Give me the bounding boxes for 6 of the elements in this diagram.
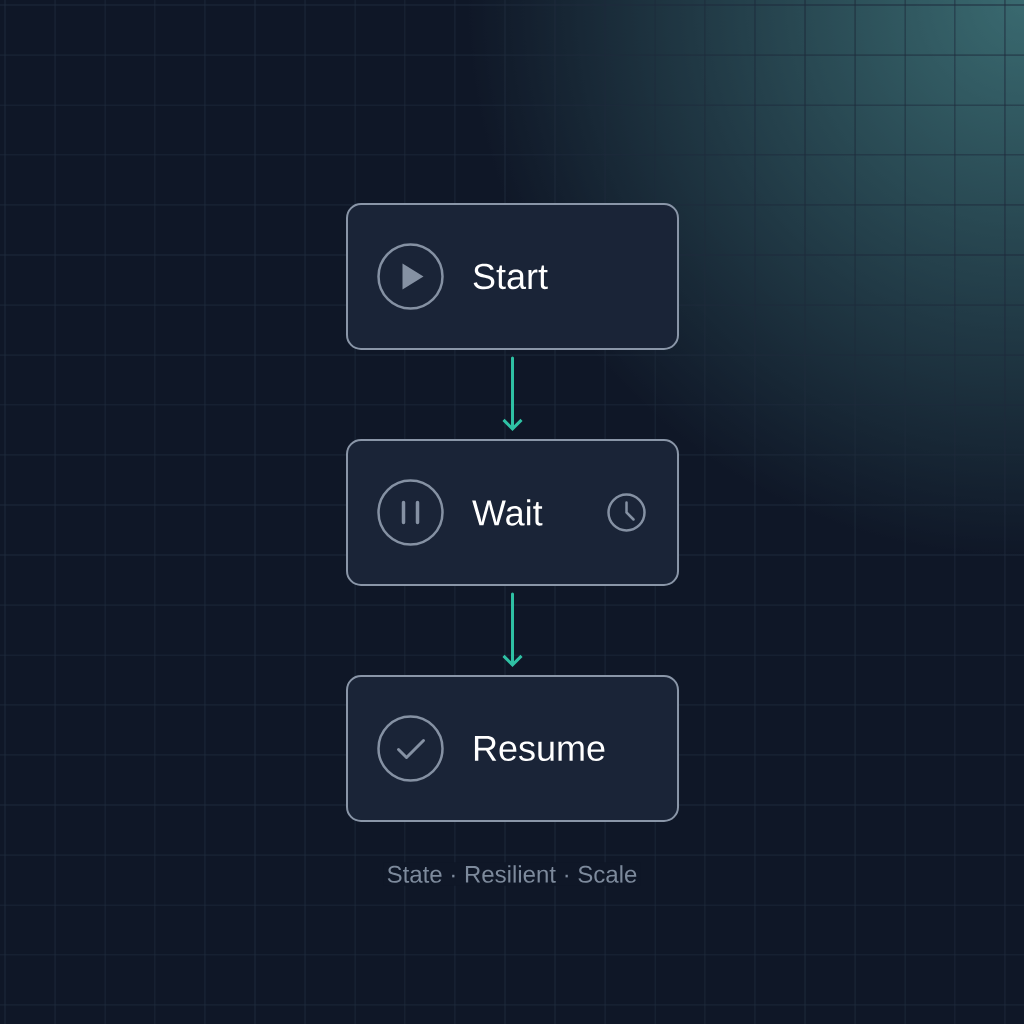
caption-text: State · Resilient · Scale xyxy=(387,865,637,883)
step-box: Wait xyxy=(346,439,679,586)
step-box: Resume xyxy=(346,675,679,822)
arrow xyxy=(502,356,523,431)
arrow xyxy=(502,592,523,667)
step-box: Start xyxy=(346,203,679,350)
